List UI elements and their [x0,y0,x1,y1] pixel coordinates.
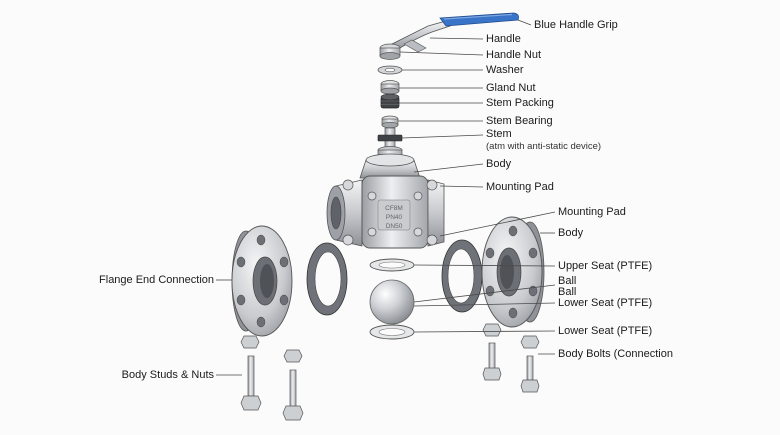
ball [369,279,415,325]
label-mounting-pad-mid: Mounting Pad [558,206,626,218]
right-gasket [441,239,483,313]
label-washer: Washer [486,64,524,76]
stud-nut-2 [282,349,304,421]
label-handle: Handle [486,33,521,45]
right-body-bolts [482,323,540,393]
upper-seat [369,258,415,272]
handle [391,20,451,53]
label-handle-nut: Handle Nut [486,49,542,61]
body-marking-line-3: DN50 [386,223,403,230]
stem [377,127,403,159]
left-gasket [306,242,348,316]
label-stem: Stem [486,128,512,140]
label-upper-seat: Upper Seat (PTFE) [558,260,653,272]
label-mounting-pad-top: Mounting Pad [486,181,554,193]
valve-body [326,153,445,249]
label-stem-note: (atm with anti-static device) [486,141,602,152]
stem-bearing [381,115,399,129]
label-ball-1: Ball [558,275,577,287]
washer [377,65,403,75]
label-blue-handle-grip: Blue Handle Grip [534,19,618,31]
body-marking-line-2: PN40 [386,214,403,221]
label-ball-2: Ball [558,286,577,298]
left-flange [231,225,293,337]
stem-packing [380,93,400,109]
handle-nut [379,43,401,60]
body-bolt-2 [520,335,540,393]
right-flange [481,216,545,328]
left-studs-nuts [240,335,304,421]
label-lower-seat-1: Lower Seat (PTFE) [558,297,653,309]
gland-nut [380,80,400,95]
leader-lines [216,19,556,376]
body-marking-line-1: CF8M [385,205,403,212]
body-bolt-1 [482,323,502,381]
stud-nut-1 [240,335,262,411]
label-stem-bearing: Stem Bearing [486,115,553,127]
body-marking: CF8M PN40 DN50 [385,205,403,230]
label-gland-nut: Gland Nut [486,82,536,94]
label-body-bolts: Body Bolts (Connection [558,348,673,360]
label-stem-packing: Stem Packing [486,97,554,109]
label-body-top: Body [486,158,512,170]
blue-handle-grip [439,12,519,27]
label-flange-end: Flange End Connection [99,274,214,286]
label-body-studs: Body Studs & Nuts [121,369,214,381]
label-lower-seat-2: Lower Seat (PTFE) [558,325,653,337]
label-body-right: Body [558,227,584,239]
lower-seat [369,324,415,340]
